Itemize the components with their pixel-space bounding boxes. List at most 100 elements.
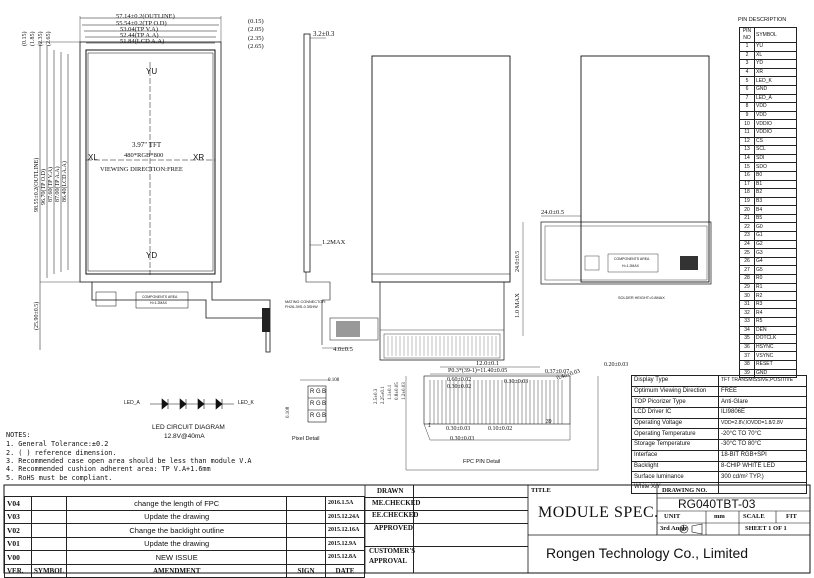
title-label: TITLE xyxy=(531,487,551,494)
side-view xyxy=(303,33,311,273)
viewing-direction-label: VIEWING DIRECTION:FREE xyxy=(100,166,183,173)
pin-symbol: VDD xyxy=(754,102,797,112)
fpc-dim-4: 0.20±0.03 xyxy=(604,362,629,368)
fpc-detail-title: FPC PIN Detail xyxy=(463,459,501,465)
rev-sign xyxy=(286,536,326,551)
dim-tp-od-height: 96.70(TP O.D) xyxy=(41,169,47,205)
pin-symbol: XR xyxy=(754,67,797,78)
fpc-left-dim-1: 2.25±0.1 xyxy=(381,386,386,404)
fpc-left-dim-0: 2.5±0.3 xyxy=(374,388,379,404)
pin-number: 34 xyxy=(739,325,755,336)
pin-symbol: R4 xyxy=(754,308,797,318)
led-circuit-spec: 12.8V@40mA xyxy=(164,433,205,440)
pin-number: 19 xyxy=(739,196,755,207)
angle-label: 3rd Angle xyxy=(660,525,688,532)
rev-sign xyxy=(286,496,326,511)
pixel-cell-g3: G xyxy=(316,413,321,419)
pin-symbol: LED_A xyxy=(754,93,797,104)
solder-height-label: SOLDER HEIGHT=0.8MAX xyxy=(618,296,665,300)
rev-sign xyxy=(286,550,326,565)
rear-dim-vertical-1: 24.0±0.5 xyxy=(515,250,521,272)
pin-number: 2 xyxy=(739,50,755,61)
pin-number: 28 xyxy=(739,274,755,284)
rev-version: V01 xyxy=(4,536,32,551)
third-angle-symbol xyxy=(679,523,703,535)
rev-version: V02 xyxy=(4,523,32,538)
fpc-left-dim-4: 1.2±0.03 xyxy=(402,382,407,400)
pin-symbol: DEN xyxy=(754,325,797,336)
rev-symbol-header: SYMBOL xyxy=(30,563,68,578)
dim-right-4: (2.65) xyxy=(248,43,264,50)
pin-number: 21 xyxy=(739,213,755,224)
fpc-dim-0: 12.0±0.1 xyxy=(476,360,500,367)
mating-connector-part: FH26-39S-0.3SHW xyxy=(285,305,318,309)
note-5: 5. RoHS must be compliant. xyxy=(6,474,113,482)
rev-amendment-header: AMENDMENT xyxy=(66,563,287,578)
pin-number: 16 xyxy=(739,170,755,181)
pin-number: 4 xyxy=(739,67,755,78)
fpc-thickness: 4.0±0.5 xyxy=(333,346,353,353)
customers-label: CUSTOMER'S xyxy=(369,547,416,555)
spec-value: VDD=2.8V,IOVDD=1.8/2.8V xyxy=(718,417,807,430)
pin-number: 7 xyxy=(739,93,755,104)
rev-version: V00 xyxy=(4,550,32,565)
pixel-dim-top: 0.108 xyxy=(328,378,340,383)
rev-amendment: change the length of FPC xyxy=(66,496,287,511)
side-max: 1.2MAX xyxy=(322,239,346,246)
spec-row: White X/Y xyxy=(631,481,807,494)
pin-number: 24 xyxy=(739,239,755,250)
module-title: MODULE SPEC. xyxy=(538,504,659,521)
drawn-label: DRAWN xyxy=(377,487,404,495)
pin-symbol: XL xyxy=(754,50,797,61)
rev-date: 2015.12.8A xyxy=(325,550,365,565)
pin-table-header: PIN NO SYMBOL xyxy=(739,27,797,43)
spec-value: 300 cd/m² TYP.) xyxy=(718,471,807,483)
sheet-label: SHEET 1 OF 1 xyxy=(745,525,787,532)
dim-outline-width: 57.14±0.2(OUTLINE) xyxy=(116,13,175,20)
pin-symbol: SDO xyxy=(754,162,797,172)
pin-symbol: B2 xyxy=(754,188,797,198)
pin-number: 36 xyxy=(739,342,755,353)
dim-tp-od-width: 55.54±0.2(TP O.D) xyxy=(116,20,167,27)
pin-number: 29 xyxy=(739,282,755,293)
spec-row: Storage Temperature-30°C TO 80°C xyxy=(631,439,807,451)
pin-symbol: CS xyxy=(754,136,797,147)
pin-symbol: VDDIO xyxy=(754,119,797,129)
front-active-area xyxy=(85,49,216,275)
pin-symbol: R2 xyxy=(754,291,797,301)
spec-key: Interface xyxy=(631,449,719,462)
approved-label: APPROVED xyxy=(374,524,413,532)
fpc-dim-1: P0.3*(39-1)=11.40±0.05 xyxy=(448,368,508,374)
spec-key: Operating Temperature xyxy=(631,428,719,441)
scale-label: SCALE xyxy=(743,513,765,520)
pin-number: 17 xyxy=(739,179,755,190)
dim-lcd-aa-height: 86.40(LCD A.A) xyxy=(62,161,68,202)
pin-symbol: VDDIO xyxy=(754,127,797,138)
pin-number: 38 xyxy=(739,359,755,370)
pin-number: 35 xyxy=(739,334,755,344)
spec-key: Display Type xyxy=(631,375,719,387)
components-area-label: COMPONENTS AREA xyxy=(142,295,178,299)
pin-symbol: G5 xyxy=(754,265,797,276)
fpc-pin-1: 1 xyxy=(428,423,431,429)
spec-value: -20°C TO 70°C xyxy=(718,428,807,441)
spec-key: Backlight xyxy=(631,460,719,473)
pin-number: 32 xyxy=(739,308,755,318)
